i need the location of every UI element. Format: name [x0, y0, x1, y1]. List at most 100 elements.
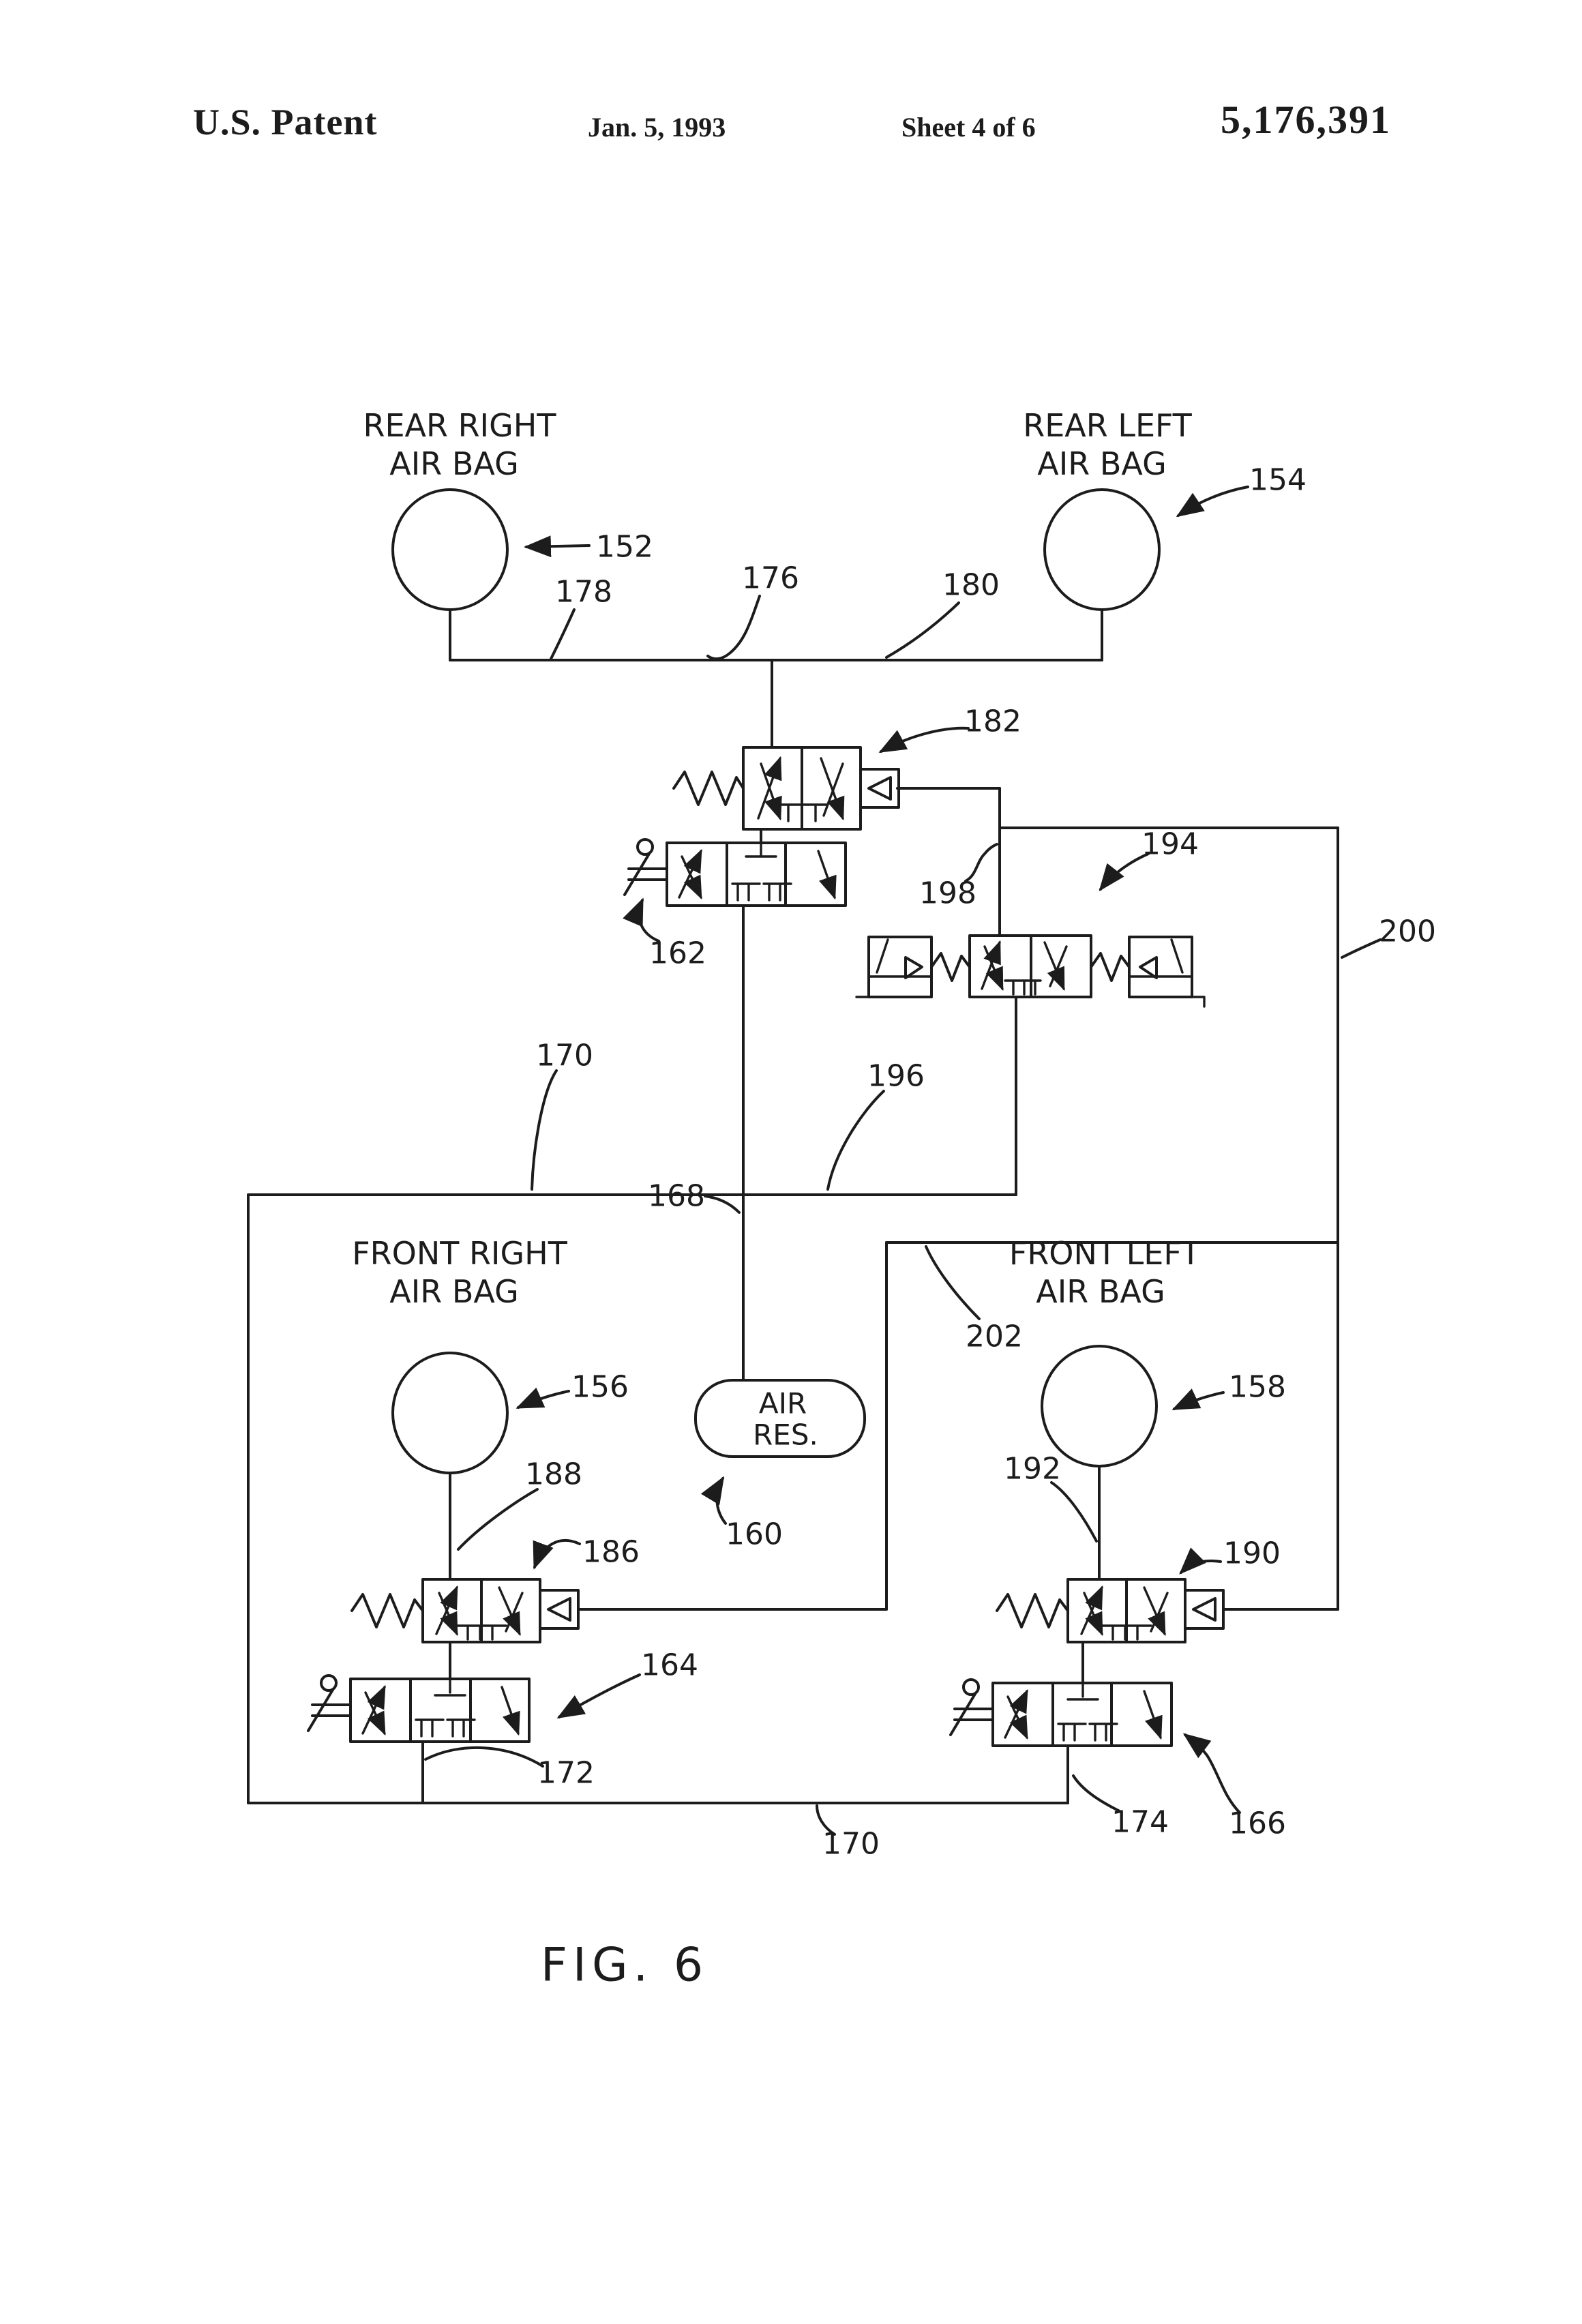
leader-168 — [704, 1195, 741, 1214]
ref-160: 160 — [726, 1517, 783, 1552]
ref-190: 190 — [1223, 1536, 1281, 1571]
leader-198 — [964, 843, 998, 882]
label-rear-left-1: REAR LEFT — [1023, 407, 1192, 444]
air-bags — [391, 488, 1161, 1474]
ref-170a: 170 — [536, 1039, 593, 1073]
air-reservoir-160 — [694, 1379, 866, 1458]
leader-180 — [885, 601, 960, 659]
lever-knob-166 — [962, 1678, 980, 1696]
label-front-left-1: FRONT LEFT — [1009, 1235, 1201, 1272]
ref-166: 166 — [1229, 1806, 1286, 1841]
spring-194-right — [1090, 952, 1131, 982]
spring-182 — [672, 771, 745, 806]
ref-162: 162 — [649, 936, 706, 971]
pilot-triangle-182 — [867, 776, 892, 801]
label-rear-right-1: REAR RIGHT — [363, 407, 557, 444]
leader-192 — [1050, 1481, 1098, 1543]
pilot-box-182 — [859, 768, 900, 809]
ref-168: 168 — [648, 1179, 705, 1214]
rear-right-airbag-152 — [391, 488, 509, 611]
ref-186: 186 — [582, 1535, 640, 1570]
pilot-box-194-right — [1128, 936, 1193, 998]
ref-198: 198 — [919, 876, 976, 911]
ref-176: 176 — [742, 561, 799, 596]
leader-186 — [533, 1539, 581, 1570]
leader-178 — [550, 608, 576, 660]
leader-152 — [524, 535, 591, 558]
pilot-triangle-190 — [1192, 1597, 1217, 1622]
ref-192: 192 — [1004, 1452, 1061, 1487]
spring-186 — [350, 1593, 424, 1628]
valve-186 — [350, 1578, 580, 1643]
leader-154 — [1176, 486, 1249, 518]
pilot-drain-stub-right — [1191, 996, 1206, 1008]
ref-174: 174 — [1111, 1805, 1169, 1840]
leader-190 — [1179, 1547, 1222, 1575]
leader-160 — [700, 1476, 727, 1525]
front-right-airbag-156 — [391, 1352, 509, 1474]
label-rear-right-2: AIR BAG — [389, 445, 518, 482]
leader-166 — [1182, 1733, 1241, 1814]
pilot-triangle-194-right — [1139, 956, 1158, 979]
fig-caption: FIG. 6 — [541, 1939, 708, 1993]
leader-lines — [424, 486, 1382, 1836]
ref-170b: 170 — [822, 1827, 880, 1862]
leader-162 — [623, 897, 660, 942]
lever-knob-162 — [636, 838, 654, 856]
ref-180: 180 — [942, 568, 1000, 603]
ref-188: 188 — [525, 1457, 582, 1492]
leader-202 — [925, 1245, 981, 1320]
leader-174 — [1072, 1774, 1121, 1813]
ref-172: 172 — [537, 1756, 595, 1791]
ref-156: 156 — [571, 1370, 629, 1405]
ref-158: 158 — [1229, 1370, 1286, 1405]
ref-202: 202 — [966, 1320, 1023, 1354]
leader-158 — [1171, 1388, 1225, 1410]
patent-publication-title: U.S. Patent — [193, 102, 378, 143]
front-left-airbag-158 — [1041, 1345, 1158, 1468]
pilot-box-194-left — [867, 936, 933, 998]
patent-number: 5,176,391 — [1221, 98, 1391, 142]
label-air-res-1: AIR — [759, 1387, 807, 1420]
label-air-res-2: RES. — [753, 1418, 818, 1452]
label-front-right-2: AIR BAG — [389, 1273, 518, 1310]
pilot-triangle-194-left — [904, 956, 923, 979]
ref-200: 200 — [1379, 914, 1436, 949]
leader-196 — [826, 1090, 885, 1191]
pilot-box-190 — [1184, 1589, 1225, 1630]
valve-190 — [996, 1578, 1225, 1643]
ref-164: 164 — [641, 1648, 698, 1683]
lever-166 — [949, 1693, 994, 1736]
ref-178: 178 — [555, 575, 612, 610]
rear-left-airbag-154 — [1043, 488, 1161, 611]
pilot-box-186 — [539, 1589, 580, 1630]
leader-156 — [516, 1387, 570, 1409]
ref-152: 152 — [596, 530, 653, 565]
ref-196: 196 — [867, 1059, 925, 1094]
leader-176 — [706, 595, 761, 661]
valve-162 — [623, 838, 847, 907]
label-rear-left-2: AIR BAG — [1037, 445, 1166, 482]
leader-164 — [556, 1673, 641, 1719]
lever-162 — [623, 852, 668, 896]
valve-164 — [307, 1674, 531, 1743]
conduit-lines — [247, 608, 1339, 1804]
valve-166 — [949, 1678, 1173, 1747]
lever-knob-164 — [320, 1674, 338, 1692]
leader-172 — [424, 1746, 544, 1768]
leader-200 — [1341, 938, 1382, 959]
patent-sheet-number: Sheet 4 of 6 — [901, 112, 1036, 143]
leader-188 — [457, 1488, 539, 1551]
lever-164 — [307, 1688, 352, 1732]
ref-154: 154 — [1249, 463, 1307, 498]
ref-182: 182 — [964, 704, 1021, 739]
pilot-triangle-186 — [547, 1597, 571, 1622]
label-front-right-1: FRONT RIGHT — [352, 1235, 568, 1272]
leader-182 — [878, 726, 970, 753]
leader-170b — [816, 1804, 836, 1836]
patent-date: Jan. 5, 1993 — [588, 112, 726, 143]
ref-194: 194 — [1141, 827, 1199, 862]
valve-182 — [672, 746, 900, 831]
